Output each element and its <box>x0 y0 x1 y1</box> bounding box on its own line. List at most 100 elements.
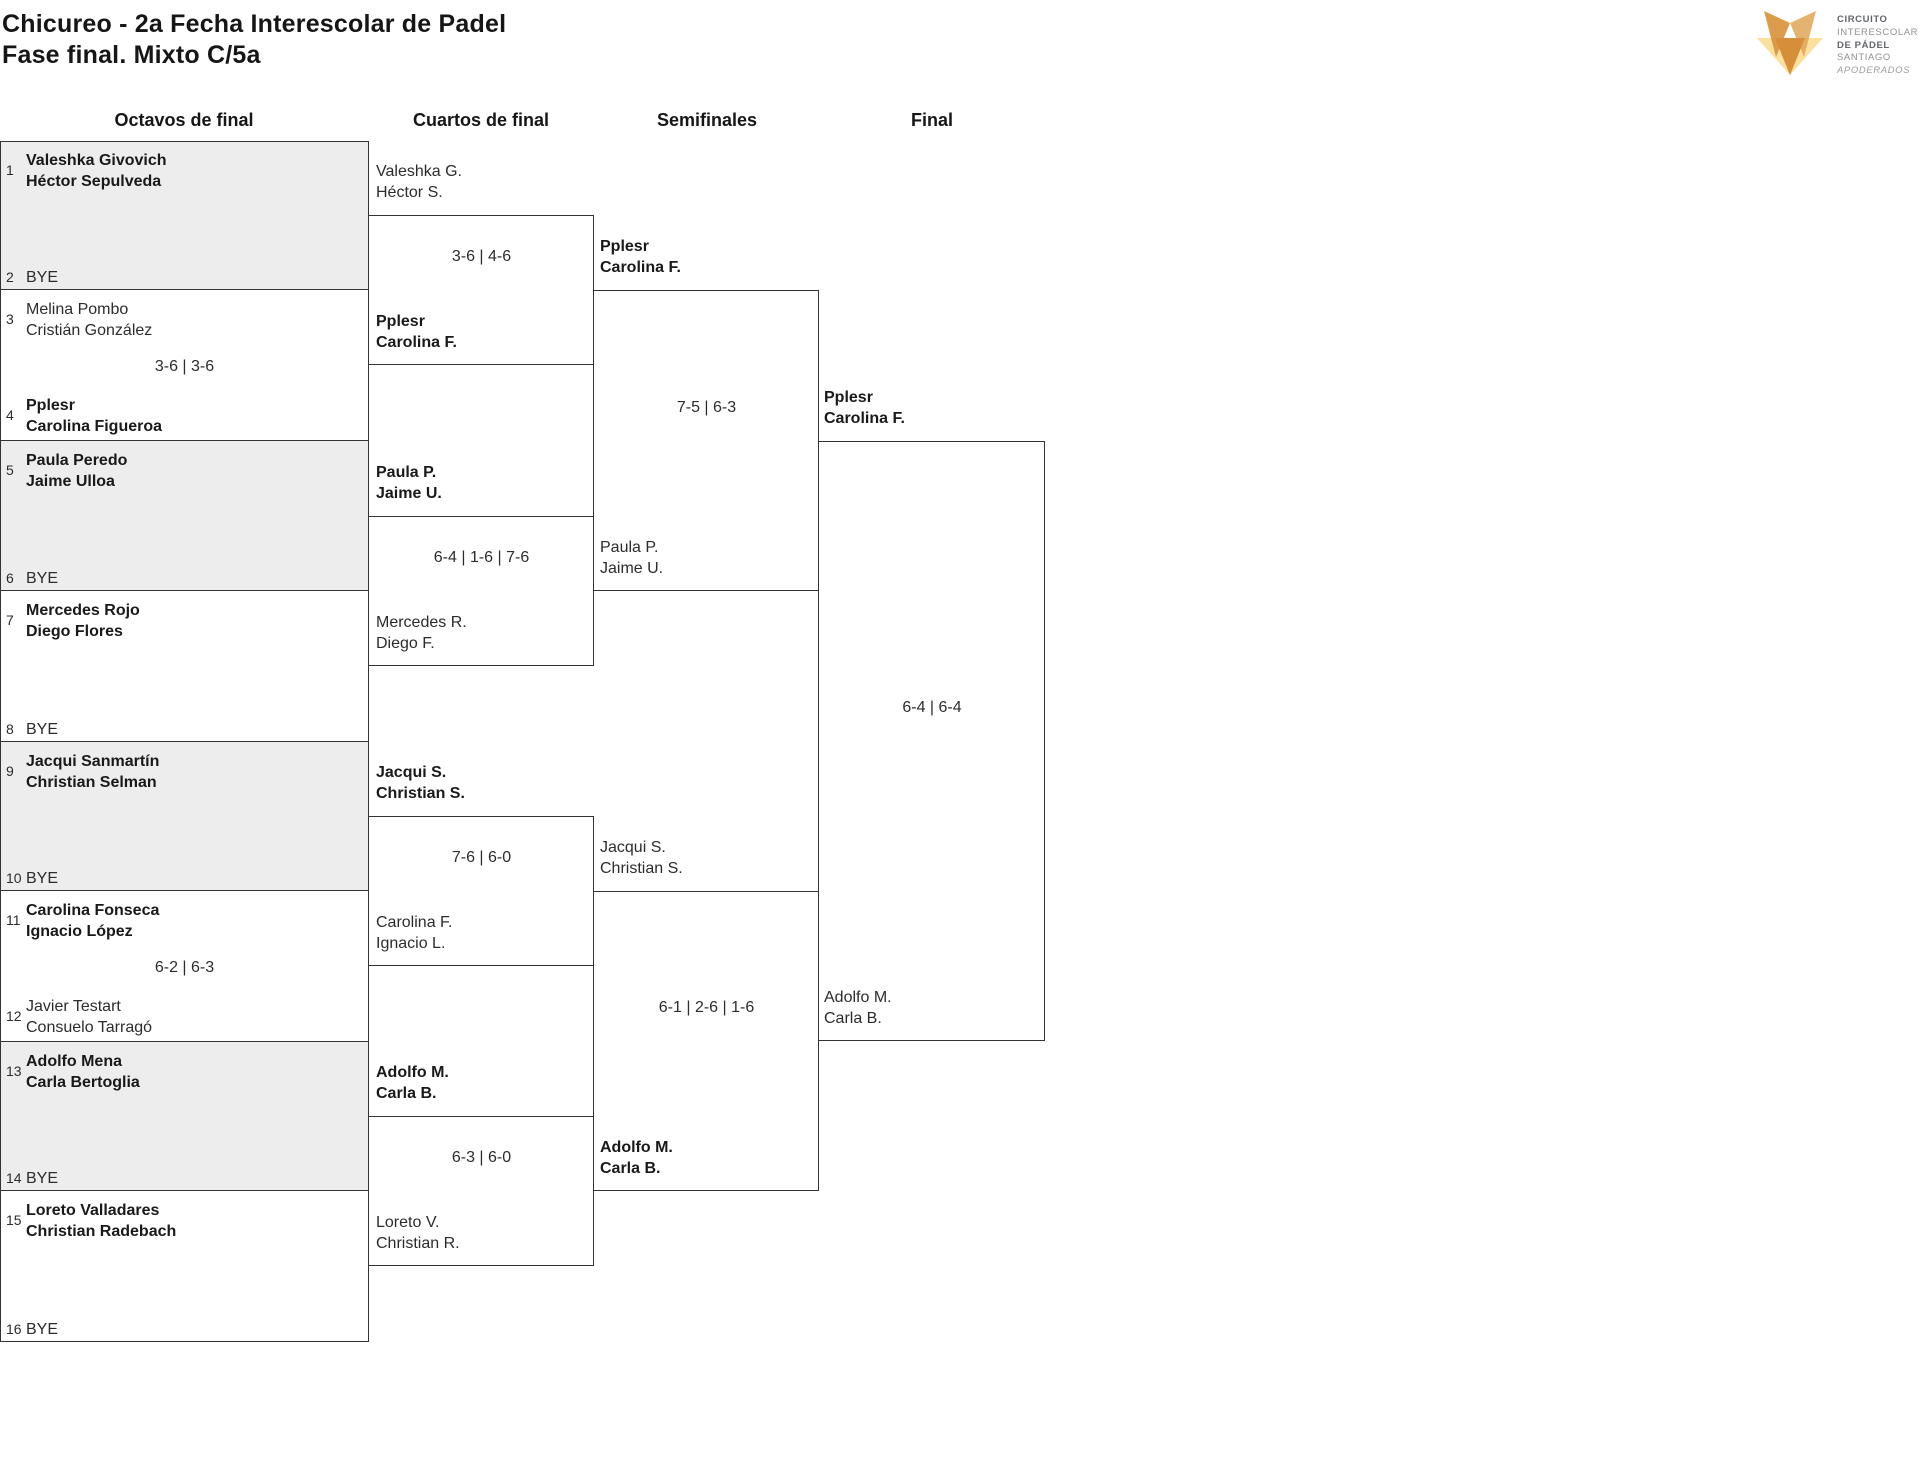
team-name: Christian Selman <box>26 774 157 791</box>
qf-match-box-4 <box>368 1116 594 1266</box>
team-name: Loreto V. <box>376 1214 440 1231</box>
match-score: 3-6 | 4-6 <box>451 248 512 265</box>
team-name: Ignacio L. <box>376 935 446 952</box>
team-name: Carolina Fonseca <box>26 902 160 919</box>
match-score: 6-4 | 1-6 | 7-6 <box>433 549 530 566</box>
team-name: Valeshka Givovich <box>26 152 167 169</box>
r16-match-box-1 <box>0 141 369 290</box>
team-name: Adolfo M. <box>376 1064 449 1081</box>
seed-number: 3 <box>6 311 14 327</box>
team-names: BYE <box>26 1319 58 1340</box>
circuito-padel-logo-icon <box>1757 11 1823 75</box>
team-name: Jacqui S. <box>600 839 666 856</box>
advancing-team: Adolfo M.Carla B. <box>824 987 892 1029</box>
seed-number: 6 <box>6 570 14 586</box>
team-name: Paula Peredo <box>26 452 128 469</box>
team-name: Jaime U. <box>376 485 442 502</box>
team-name: Carla B. <box>600 1160 661 1177</box>
team-name: Héctor Sepulveda <box>26 173 162 190</box>
seed-number: 8 <box>6 721 14 737</box>
seed-number: 10 <box>6 870 22 886</box>
seed-number: 7 <box>6 612 14 628</box>
seed-number: 9 <box>6 763 14 779</box>
seed-number: 13 <box>6 1063 22 1079</box>
team-name: Christian R. <box>376 1235 460 1252</box>
r16-match-box-6 <box>0 891 369 1042</box>
team-name: Adolfo M. <box>824 989 892 1006</box>
logo-text: CIRCUITO INTERESCOLAR DE PÁDEL SANTIAGO … <box>1837 10 1918 78</box>
logo-text-line: DE PÁDEL <box>1837 39 1890 51</box>
advancing-team: Carolina F.Ignacio L. <box>376 912 452 954</box>
logo: CIRCUITO INTERESCOLAR DE PÁDEL SANTIAGO … <box>1754 10 1918 78</box>
page-title-line1: Chicureo - 2a Fecha Interescolar de Pade… <box>2 10 507 38</box>
team-name: Melina Pombo <box>26 301 129 318</box>
logo-text-line: APODERADOS <box>1837 65 1911 77</box>
team-name: Pplesr <box>824 388 873 406</box>
r16-match-box-3 <box>0 441 369 591</box>
team-name: Héctor S. <box>376 184 443 201</box>
advancing-team: Jacqui S. Christian S. <box>600 837 683 879</box>
team-slot: 2 BYE <box>6 267 58 288</box>
final-match-box <box>818 440 1045 1041</box>
team-name: BYE <box>26 269 59 286</box>
team-name: BYE <box>26 721 59 738</box>
match-score: 7-6 | 6-0 <box>451 849 512 866</box>
team-names: BYE <box>26 719 58 740</box>
match-score: 7-5 | 6-3 <box>676 398 737 416</box>
team-name: Valeshka G. <box>376 163 462 180</box>
team-name: Loreto Valladares <box>26 1202 160 1219</box>
team-name: Paula P. <box>600 539 659 556</box>
team-name: BYE <box>26 1170 59 1187</box>
team-name: Carolina Figueroa <box>26 418 163 435</box>
team-name: BYE <box>26 570 59 587</box>
seed-number: 2 <box>6 269 14 285</box>
page-title: Chicureo - 2a Fecha Interescolar de Pade… <box>2 9 506 71</box>
seed-number: 5 <box>6 462 14 478</box>
team-name: Diego Flores <box>26 623 123 640</box>
team-name: Consuelo Tarragó <box>26 1019 153 1036</box>
advancing-team: Paula P.Jaime U. <box>376 462 442 504</box>
advancing-team: Adolfo M.Carla B. <box>376 1062 449 1104</box>
r16-match-box-4 <box>0 591 369 742</box>
match-score: 6-3 | 6-0 <box>451 1149 512 1166</box>
round-header-octavos: Octavos de final <box>114 110 254 130</box>
team-names: BYE <box>26 568 58 589</box>
team-name: Mercedes Rojo <box>26 602 140 619</box>
page-title-line2: Fase final. Mixto C/5a <box>2 41 261 69</box>
seed-number: 12 <box>6 1008 22 1024</box>
team-name: Diego F. <box>376 635 435 652</box>
team-name: Carolina F. <box>600 259 681 276</box>
team-name: Pplesr <box>600 238 649 255</box>
qf-match-box-2 <box>368 516 594 666</box>
team-name: Christian S. <box>600 860 683 877</box>
advancing-team: Paula P.Jaime U. <box>600 537 663 579</box>
logo-text-line: SANTIAGO <box>1837 52 1891 64</box>
round-header-final: Final <box>910 110 954 130</box>
team-name: Ignacio López <box>26 923 133 940</box>
r16-match-box-5 <box>0 742 369 891</box>
team-names: BYE <box>26 267 58 288</box>
match-score: 6-2 | 6-3 <box>154 958 215 976</box>
match-score: 6-4 | 6-4 <box>902 698 962 716</box>
r16-match-box-8 <box>0 1191 369 1342</box>
team-name: Jacqui Sanmartín <box>26 753 160 770</box>
